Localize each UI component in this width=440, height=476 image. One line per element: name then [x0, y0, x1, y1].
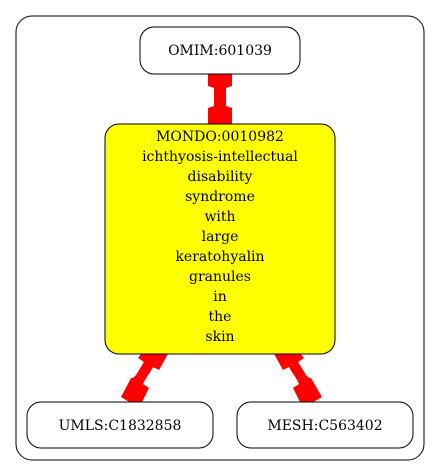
- node-mesh-label: MESH:C563402: [267, 418, 382, 434]
- edge-omim-mondo-arrow-top: [208, 68, 232, 96]
- edge-mondo-mesh-shaft: [289, 362, 306, 380]
- node-mondo-label-line: large: [202, 229, 239, 245]
- node-mondo-label-line: skin: [205, 329, 234, 345]
- node-mondo-box: [104, 123, 336, 355]
- edge-mondo-mesh-arrow-bottom: [293, 375, 322, 408]
- node-mondo-label-line: ichthyosis-intellectual: [142, 149, 298, 165]
- node-mondo-label-line: disability: [188, 169, 253, 185]
- node-mondo-label-line: keratohyalin: [175, 249, 264, 265]
- node-omim-label: OMIM:601039: [168, 43, 272, 59]
- node-mondo-label-line: the: [209, 309, 232, 325]
- node-umls-box: [26, 401, 214, 449]
- edge-mondo-umls-arrow-bottom: [121, 375, 149, 408]
- node-omim[interactable]: OMIM:601039: [139, 26, 301, 75]
- node-mondo-label-line: MONDO:0010982: [156, 129, 284, 145]
- node-mesh-box: [236, 401, 414, 449]
- node-mondo[interactable]: MONDO:0010982 ichthyosis-intellectual di…: [104, 123, 336, 355]
- edge-mondo-umls-shaft: [136, 362, 153, 380]
- node-mondo-label-line: with: [204, 209, 235, 225]
- node-mondo-label-line: granules: [189, 269, 251, 285]
- node-omim-box: [139, 26, 301, 75]
- edge-omim-mondo-arrow-bottom: [208, 104, 232, 128]
- node-umls[interactable]: UMLS:C1832858: [26, 401, 214, 449]
- edge-omim-mondo: [208, 68, 232, 128]
- node-mesh[interactable]: MESH:C563402: [236, 401, 414, 449]
- node-mondo-label-line: in: [213, 289, 227, 305]
- node-mondo-label-line: syndrome: [185, 189, 255, 205]
- node-umls-label: UMLS:C1832858: [59, 418, 182, 434]
